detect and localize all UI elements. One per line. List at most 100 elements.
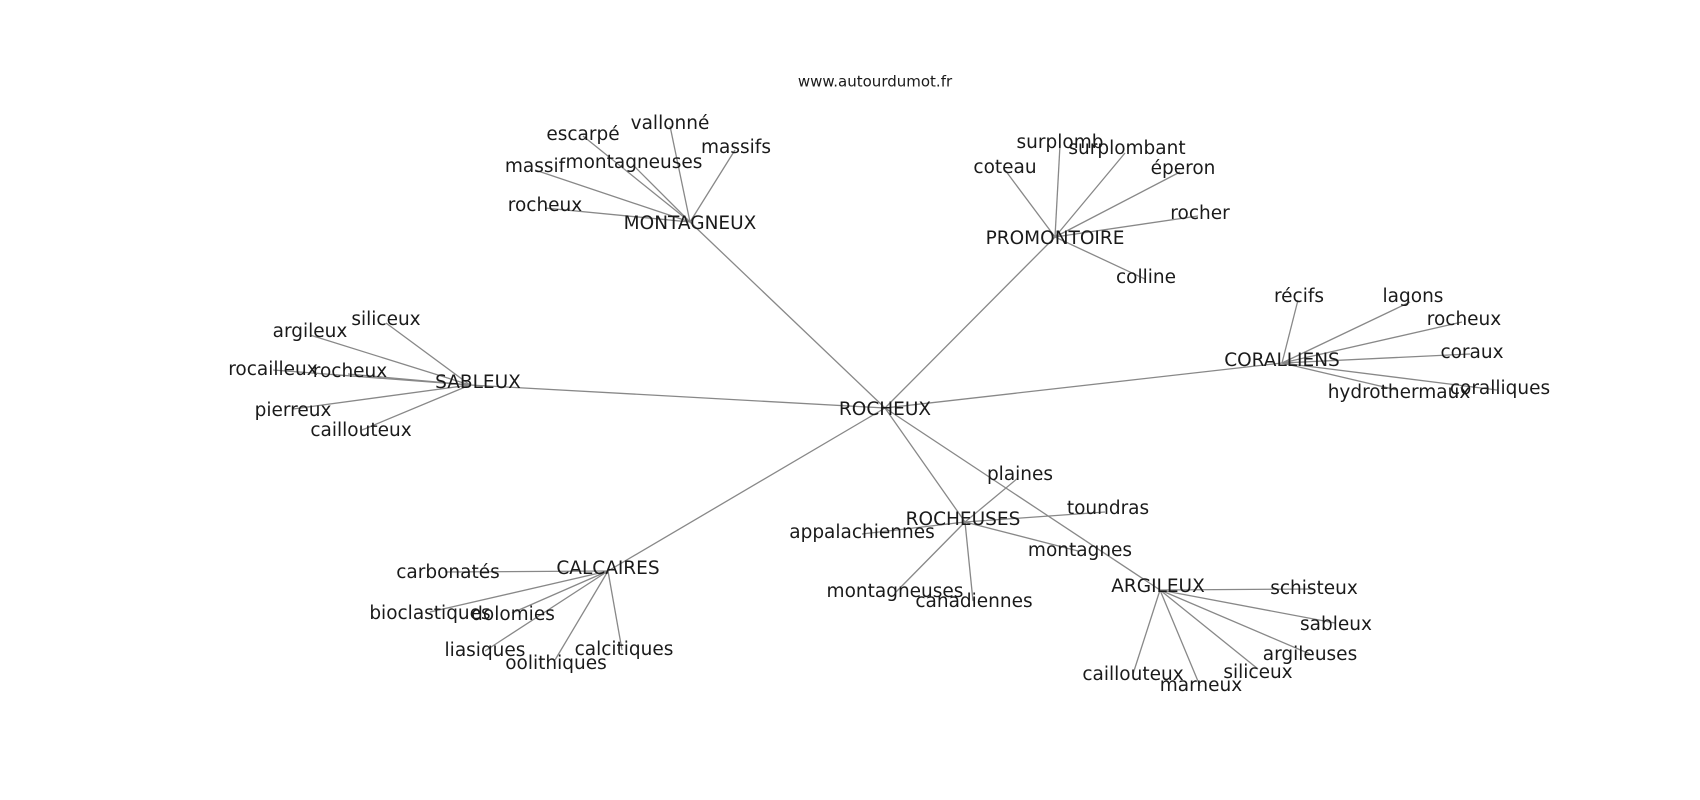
node-m-escarpe[interactable]: escarpé — [546, 124, 619, 145]
edge-calcaires-k_liasiques — [484, 570, 609, 652]
node-m-massif[interactable]: massif — [505, 156, 566, 177]
node-c-coraux[interactable]: coraux — [1440, 342, 1503, 363]
node-k-dolomies[interactable]: dolomies — [471, 604, 555, 625]
edge-rocheuses-r_montagnes — [964, 521, 1079, 552]
node-r-montagneuses[interactable]: montagneuses — [827, 581, 964, 602]
edge-rocheux_center-argileux — [884, 407, 1161, 591]
hub-node-argileux[interactable]: ARGILEUX — [1111, 576, 1205, 597]
edge-rocheux_center-calcaires — [607, 407, 886, 572]
node-c-rocheux[interactable]: rocheux — [1427, 309, 1502, 330]
node-c-coralliques[interactable]: coralliques — [1450, 378, 1550, 399]
edge-montagneux-m_massif — [534, 169, 691, 223]
edge-promontoire-p_surplombant — [1054, 152, 1126, 238]
node-k-carbonates[interactable]: carbonatés — [396, 562, 500, 583]
node-r-toundras[interactable]: toundras — [1067, 498, 1149, 519]
node-c-recifs[interactable]: récifs — [1274, 286, 1324, 307]
node-p-colline[interactable]: colline — [1116, 267, 1176, 288]
label-layer: ROCHEUX MONTAGNEUX PROMONTOIRE CORALLIENS SA… — [228, 113, 1550, 696]
hub-node-coralliens[interactable]: CORALLIENS — [1224, 350, 1340, 371]
node-a-siliceux[interactable]: siliceux — [1223, 662, 1292, 683]
edge-sableux-s_siliceux — [385, 322, 471, 386]
edge-argileux-a_sableux — [1159, 589, 1336, 624]
node-m-massifs[interactable]: massifs — [701, 137, 771, 158]
node-a-schisteux[interactable]: schisteux — [1270, 578, 1358, 599]
edge-sableux-s_rocheux — [347, 373, 471, 386]
node-p-eperon[interactable]: éperon — [1151, 158, 1216, 179]
node-s-rocheux[interactable]: rocheux — [313, 361, 388, 382]
edge-calcaires-k_oolithiques — [554, 570, 609, 661]
node-r-appalachiennes[interactable]: appalachiennes — [789, 522, 935, 543]
node-r-montagnes[interactable]: montagnes — [1028, 540, 1132, 561]
edge-rocheux_center-promontoire — [884, 236, 1056, 409]
edge-sableux-s_pierreux — [292, 384, 471, 410]
node-p-rocher[interactable]: rocher — [1170, 203, 1230, 224]
edge-rocheux_center-montagneux — [689, 221, 886, 409]
node-k-liasiques[interactable]: liasiques — [445, 640, 526, 661]
edge-layer — [272, 125, 1498, 687]
node-k-bioclastiques[interactable]: bioclastiques — [369, 603, 490, 624]
node-m-rocheux[interactable]: rocheux — [508, 195, 583, 216]
node-a-caillouteux[interactable]: caillouteux — [1082, 664, 1183, 685]
node-r-canadiennes[interactable]: canadiennes — [915, 591, 1032, 612]
hub-node-sableux[interactable]: SABLEUX — [435, 372, 521, 393]
edge-montagneux-m_escarpe — [582, 135, 691, 223]
edge-rocheux_center-sableux — [469, 384, 886, 409]
edge-promontoire-p_eperon — [1054, 171, 1181, 238]
node-s-rocailleux[interactable]: rocailleux — [228, 359, 318, 380]
edge-rocheuses-r_toundras — [964, 511, 1106, 523]
node-s-pierreux[interactable]: pierreux — [255, 400, 332, 421]
edge-promontoire-p_colline — [1054, 236, 1146, 280]
edge-rocheuses-r_canadiennes — [964, 521, 974, 602]
edge-argileux-a_argileuses — [1159, 589, 1311, 655]
edge-calcaires-k_carbonates — [444, 570, 609, 573]
edge-coralliens-c_lagons — [1281, 301, 1411, 364]
edge-promontoire-p_surplomb — [1054, 144, 1061, 238]
edge-sableux-s_caillouteux — [361, 384, 471, 431]
edge-rocheux_center-coralliens — [884, 362, 1283, 409]
edge-coralliens-c_rocheux — [1281, 321, 1463, 364]
node-s-argileux[interactable]: argileux — [273, 321, 348, 342]
edge-coralliens-c_coraux — [1281, 353, 1471, 364]
edge-coralliens-c_hydrothermaux — [1281, 362, 1398, 391]
edge-montagneux-m_montagneuses — [632, 164, 691, 223]
hub-node-promontoire[interactable]: PROMONTOIRE — [986, 228, 1125, 249]
edge-rocheuses-r_plaines — [964, 477, 1019, 523]
source-watermark: www.autourdumot.fr — [798, 73, 953, 91]
node-a-marneux[interactable]: marneux — [1160, 675, 1242, 696]
edge-montagneux-m_massifs — [689, 149, 736, 223]
node-s-siliceux[interactable]: siliceux — [351, 309, 420, 330]
edge-rocheuses-r_appalachiennes — [861, 521, 966, 535]
node-a-sableux[interactable]: sableux — [1300, 614, 1372, 635]
node-p-surplomb[interactable]: surplomb — [1017, 132, 1104, 153]
hub-node-rocheux-center[interactable]: ROCHEUX — [839, 399, 931, 420]
edge-calcaires-k_calcitiques — [607, 570, 623, 651]
edge-promontoire-p_rocher — [1054, 215, 1199, 238]
edge-coralliens-c_recifs — [1281, 299, 1299, 364]
edge-argileux-a_marneux — [1159, 589, 1201, 687]
node-c-hydrothermaux[interactable]: hydrothermaux — [1328, 382, 1471, 403]
edge-argileux-a_siliceux — [1159, 589, 1259, 670]
node-m-vallonne[interactable]: vallonné — [631, 113, 710, 134]
edge-argileux-a_caillouteux — [1132, 589, 1161, 675]
node-r-plaines[interactable]: plaines — [987, 464, 1053, 485]
edge-montagneux-m_vallonne — [669, 125, 691, 223]
node-p-coteau[interactable]: coteau — [973, 157, 1036, 178]
hub-node-montagneux[interactable]: MONTAGNEUX — [624, 213, 757, 234]
node-s-caillouteux[interactable]: caillouteux — [310, 420, 411, 441]
edge-coralliens-c_coralliques — [1281, 362, 1498, 391]
hub-node-calcaires[interactable]: CALCAIRES — [556, 558, 659, 579]
node-k-calcitiques[interactable]: calcitiques — [575, 639, 674, 660]
edge-montagneux-m_rocheux — [544, 207, 691, 223]
edge-promontoire-p_coteau — [1004, 169, 1056, 238]
node-p-surplombant[interactable]: surplombant — [1068, 138, 1185, 159]
edge-argileux-a_schisteux — [1159, 588, 1313, 591]
edge-calcaires-k_bioclastiques — [429, 570, 609, 613]
hub-node-rocheuses[interactable]: ROCHEUSES — [906, 509, 1021, 530]
node-m-montagneuses[interactable]: montagneuses — [566, 152, 703, 173]
node-k-oolithiques[interactable]: oolithiques — [505, 653, 607, 674]
edge-calcaires-k_dolomies — [511, 570, 609, 614]
node-a-argileuses[interactable]: argileuses — [1263, 644, 1357, 665]
node-c-lagons[interactable]: lagons — [1383, 286, 1444, 307]
edge-rocheuses-r_montagneuses — [894, 521, 966, 594]
